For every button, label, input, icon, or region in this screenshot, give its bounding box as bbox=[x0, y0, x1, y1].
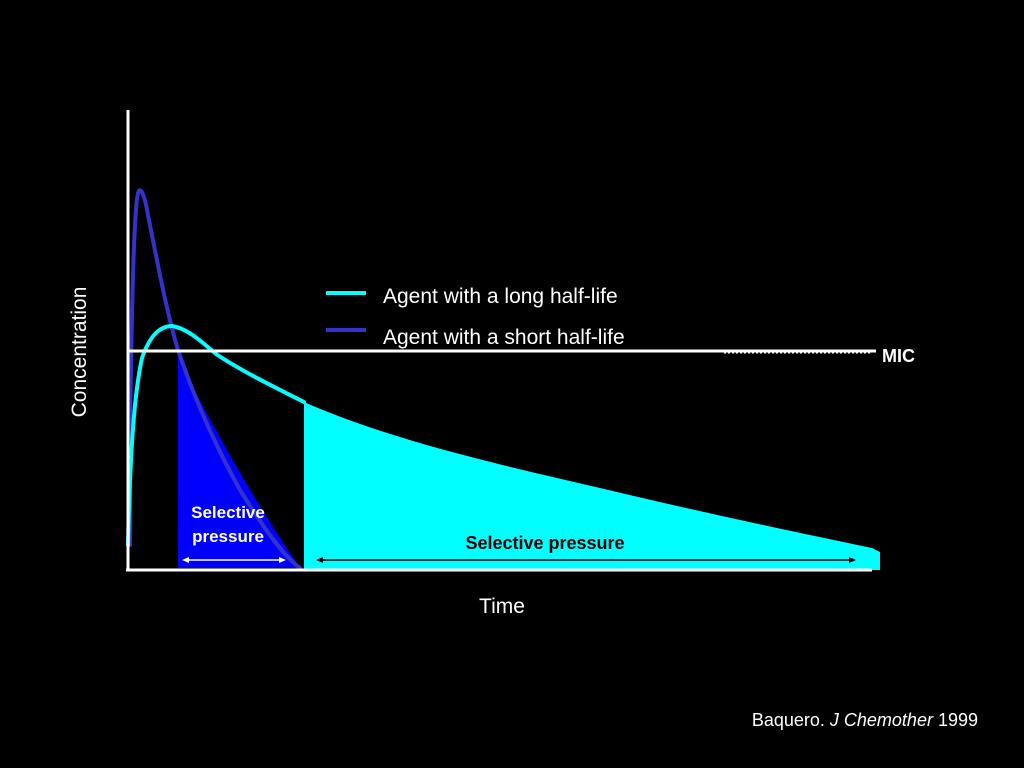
citation-journal: J Chemother bbox=[829, 710, 934, 730]
short-pressure-arrow bbox=[182, 557, 286, 563]
long-half-life-curve bbox=[126, 324, 306, 547]
legend: Agent with a long half-life Agent with a… bbox=[326, 285, 625, 349]
short-half-life-curve bbox=[128, 188, 302, 570]
y-axis-label: Concentration bbox=[68, 287, 91, 418]
short-pressure-label-line2: pressure bbox=[192, 527, 264, 546]
legend-long-label: Agent with a long half-life bbox=[383, 285, 618, 308]
long-selective-pressure-region bbox=[304, 402, 880, 570]
mic-label: MIC bbox=[882, 346, 915, 366]
legend-short-label: Agent with a short half-life bbox=[383, 326, 625, 349]
citation-year: 1999 bbox=[933, 710, 978, 730]
citation: Baquero. J Chemother 1999 bbox=[752, 710, 978, 730]
long-pressure-label: Selective pressure bbox=[465, 533, 624, 553]
short-selective-pressure-region bbox=[178, 352, 300, 568]
citation-author: Baquero. bbox=[752, 710, 830, 730]
short-pressure-label-line1: Selective bbox=[191, 503, 265, 522]
long-pressure-arrow bbox=[316, 557, 856, 563]
x-axis-label: Time bbox=[479, 595, 525, 618]
